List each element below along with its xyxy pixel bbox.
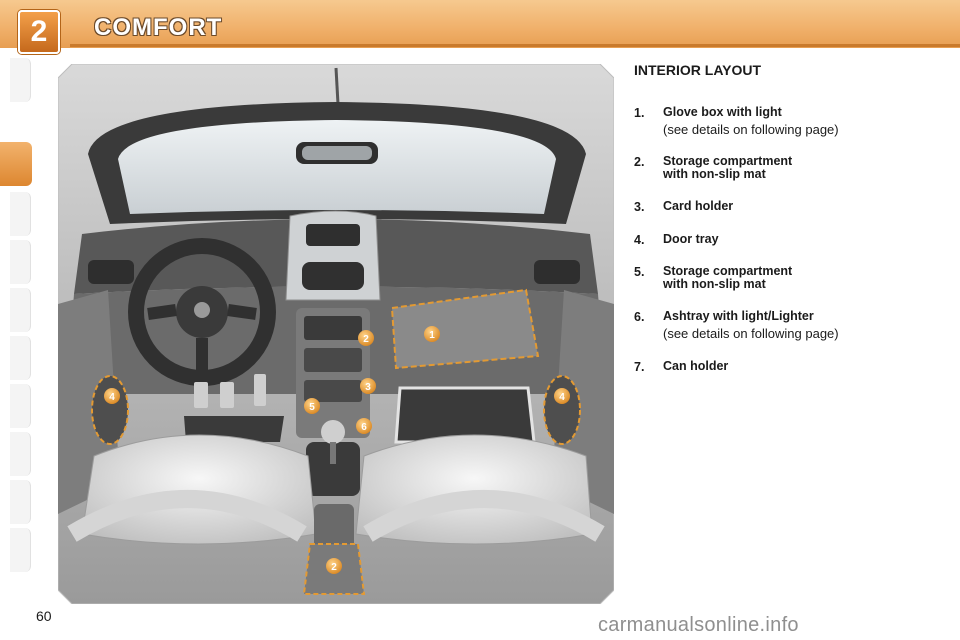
callout-label: 2 [363, 334, 369, 345]
item-number: 2. [634, 155, 644, 169]
pedal [254, 374, 266, 406]
item-number: 6. [634, 310, 644, 324]
callout-label: 3 [365, 382, 371, 393]
chapter-tab-active[interactable] [0, 142, 32, 186]
callout-label: 2 [331, 562, 337, 573]
item-label: Storage compartment with non-slip mat [663, 155, 883, 181]
chapter-tab[interactable] [10, 58, 31, 102]
item-label: Can holder [663, 360, 883, 373]
item-label: Ashtray with light/Lighter [663, 310, 883, 323]
chapter-tabs [0, 58, 32, 578]
chapter-tab[interactable] [10, 432, 31, 476]
item-label: Door tray [663, 233, 883, 246]
left-vent [88, 260, 134, 284]
item-label: Storage compartment with non-slip mat [663, 265, 883, 291]
chapter-tab[interactable] [10, 336, 31, 380]
windscreen [118, 120, 556, 214]
section-title: INTERIOR LAYOUT [634, 62, 761, 78]
item-number: 3. [634, 200, 644, 214]
item-number: 1. [634, 106, 644, 120]
chapter-tab[interactable] [10, 480, 31, 524]
callout-label: 6 [361, 422, 367, 433]
chapter-tab[interactable] [10, 528, 31, 572]
callout-label: 5 [309, 402, 315, 413]
chapter-tab[interactable] [10, 240, 31, 284]
chapter-tab[interactable] [10, 192, 31, 236]
item-label: Card holder [663, 200, 883, 213]
pedal [220, 382, 234, 408]
chapter-tab[interactable] [10, 288, 31, 332]
door-tray-left [92, 376, 128, 444]
callout-label: 1 [429, 330, 435, 341]
header-rule [70, 44, 960, 47]
pedal [194, 382, 208, 408]
antenna [336, 68, 338, 104]
chapter-number-badge: 2 [18, 10, 60, 54]
passenger-mat [396, 388, 534, 442]
chapter-tab[interactable] [10, 384, 31, 428]
door-tray-right [544, 376, 580, 444]
interior-drawing: 1 2 3 4 4 5 6 2 [58, 64, 614, 604]
item-number: 5. [634, 265, 644, 279]
chapter-title: COMFORT [94, 14, 222, 42]
watermark: carmanualsonline.info [598, 614, 799, 637]
page-number: 60 [36, 608, 52, 624]
item-detail: (see details on following page) [663, 326, 903, 341]
interior-illustration: 1 2 3 4 4 5 6 2 [58, 64, 614, 604]
right-vent [534, 260, 580, 284]
item-number: 4. [634, 233, 644, 247]
callout-label: 4 [559, 392, 565, 403]
item-detail: (see details on following page) [663, 122, 903, 137]
gear-knob [321, 420, 345, 444]
item-number: 7. [634, 360, 644, 374]
item-label: Glove box with light [663, 106, 883, 119]
callout-label: 4 [109, 392, 115, 403]
